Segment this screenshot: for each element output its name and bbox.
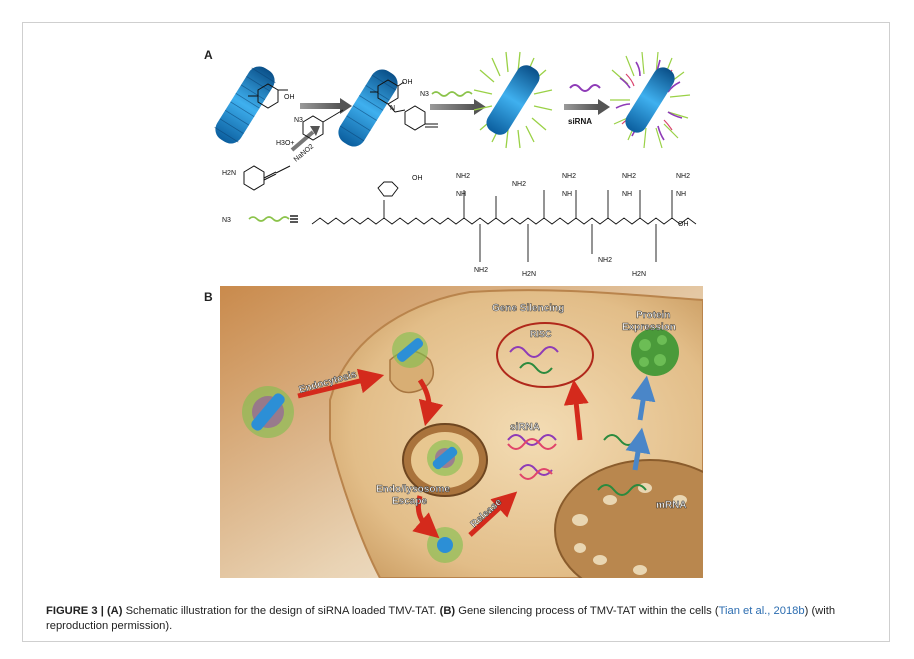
caption-tail: ) (with reproduction permission). [46, 605, 836, 632]
figure-frame [22, 22, 890, 642]
panel-a-label: A [204, 48, 213, 62]
caption-b-label: (B) [439, 605, 456, 617]
figure-caption: FIGURE 3 | (A) Schematic illustration fo… [46, 604, 866, 634]
panel-b-label: B [204, 290, 213, 304]
caption-reference-link[interactable]: Tian et al., 2018b [718, 605, 805, 617]
caption-a-text: Schematic illustration for the design of… [122, 605, 440, 617]
caption-a-label: (A) [106, 605, 123, 617]
caption-b-text: Gene silencing process of TMV-TAT within… [455, 605, 719, 617]
figure-number: FIGURE 3 | [46, 605, 104, 617]
